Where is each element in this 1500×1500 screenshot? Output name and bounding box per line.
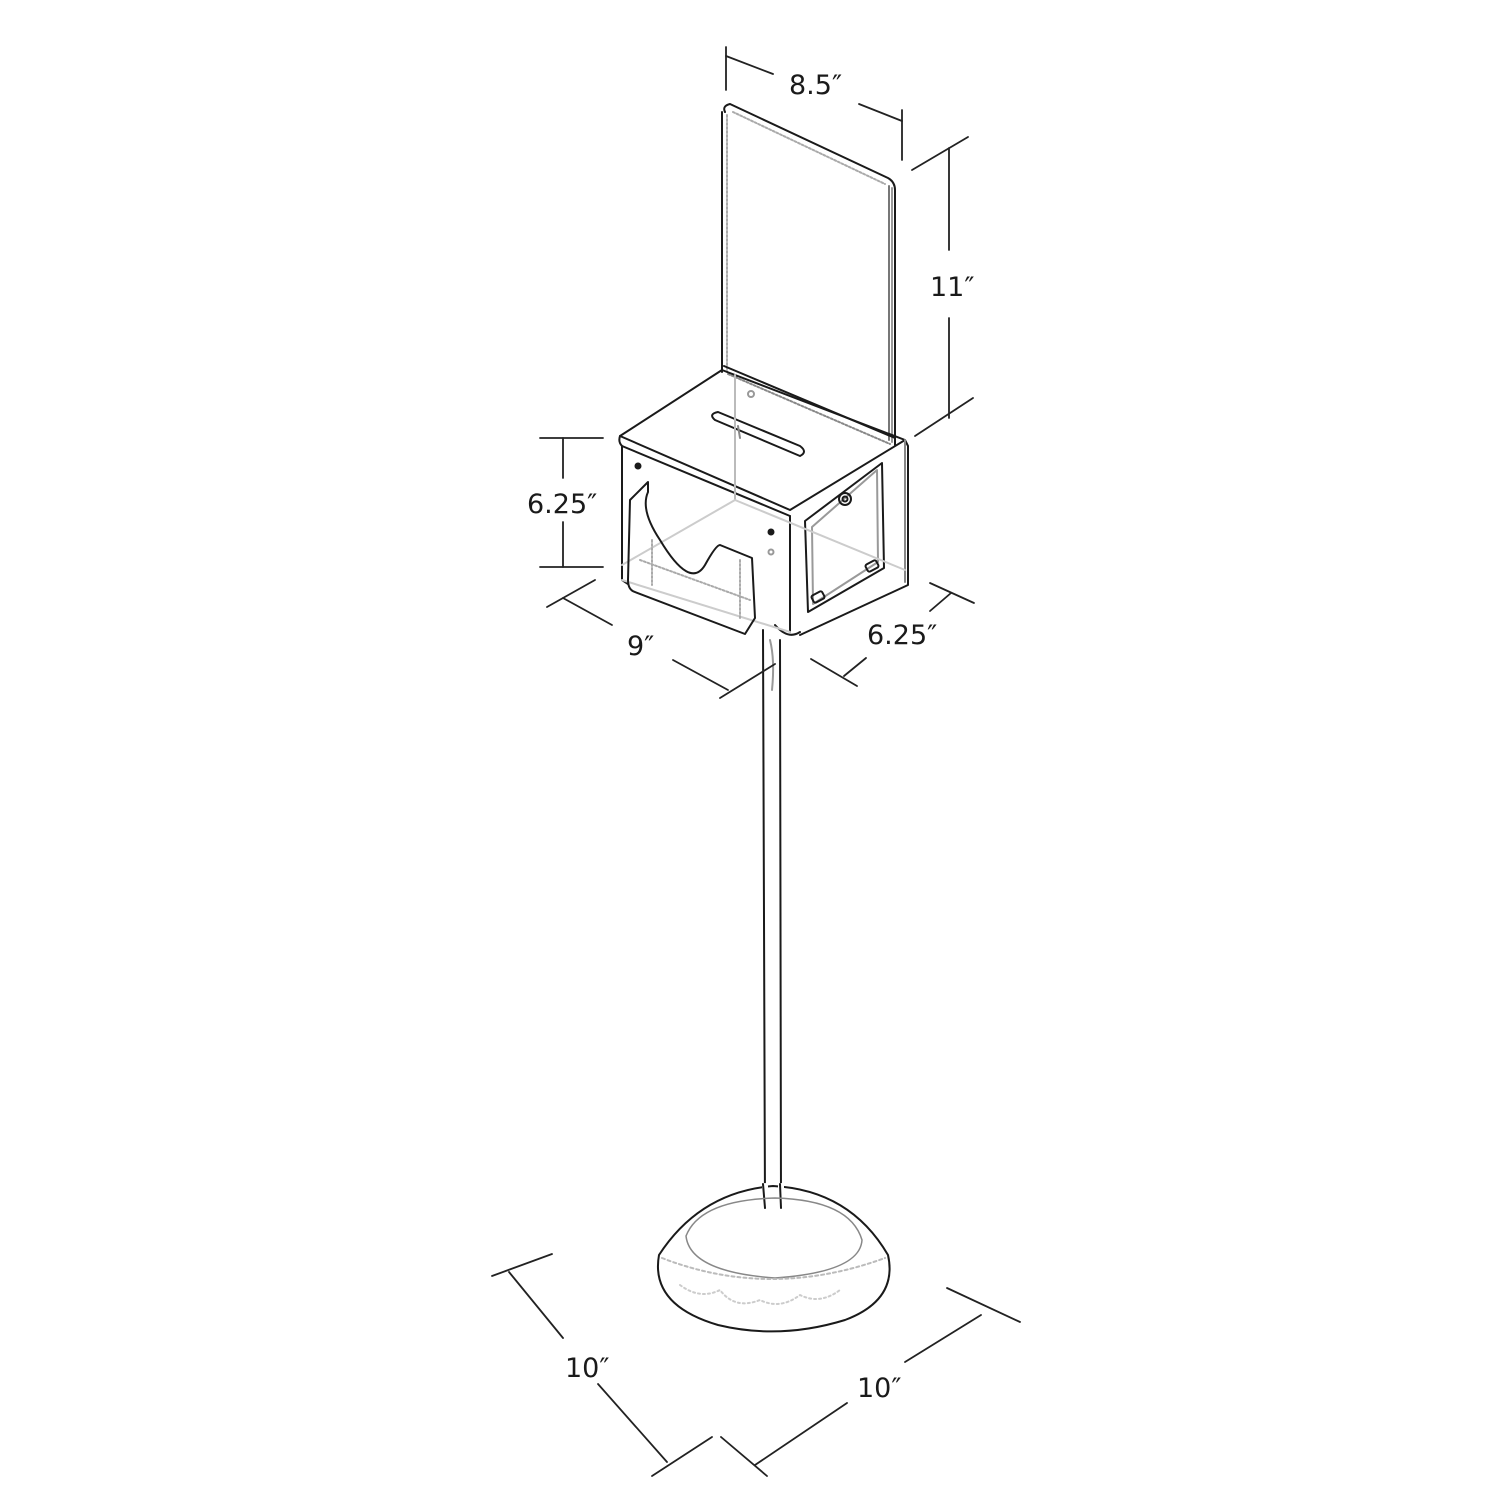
dim-box-length: 9″	[627, 631, 655, 662]
dim-box-height: 6.25″	[527, 489, 598, 520]
dim-sign-width: 8.5″	[789, 70, 843, 101]
card-pocket	[627, 481, 756, 635]
dim-base-length: 10″	[565, 1353, 610, 1384]
dim-sign-height: 11″	[930, 272, 975, 303]
pole	[762, 629, 782, 1209]
lock-icon	[838, 492, 852, 506]
ballot-box	[618, 369, 909, 636]
sign-holder	[721, 103, 896, 446]
dim-base-width: 10″	[857, 1373, 902, 1404]
dimension-lines	[491, 46, 1021, 1477]
round-base	[657, 1183, 891, 1333]
dim-box-depth: 6.25″	[867, 620, 938, 651]
